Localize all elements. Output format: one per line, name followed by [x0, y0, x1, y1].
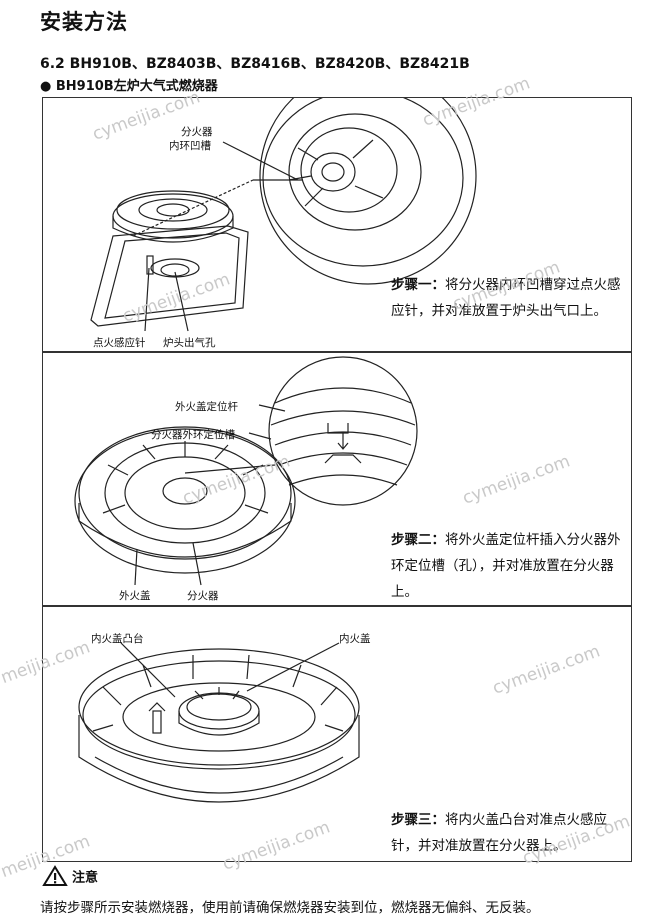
label-inner-cap: 内火盖 [339, 633, 371, 645]
label-outer-cap-rod: 外火盖定位杆 [175, 401, 238, 413]
step1-heading: 步骤一： [391, 277, 445, 293]
label-outer-cap: 外火盖 [119, 590, 151, 602]
label-ignition-needle: 点火感应针 [93, 337, 146, 349]
step3-panel: 内火盖凸台 内火盖 步骤三：将内火盖凸台对准点火感应针，并对准放置在分火器上。 [42, 606, 632, 862]
warning-icon [42, 865, 68, 886]
label-gas-outlet: 炉头出气孔 [163, 337, 216, 349]
notice-text: 请按步骤所示安装燃烧器，使用前请确保燃烧器安装到位，燃烧器无偏斜、无反装。 [40, 900, 540, 916]
step1-instruction: 步骤一：将分火器内环凹槽穿过点火感应针，并对准放置于炉头出气口上。 [391, 272, 623, 324]
step3-instruction: 步骤三：将内火盖凸台对准点火感应针，并对准放置在分火器上。 [391, 807, 623, 859]
step3-heading: 步骤三： [391, 812, 445, 828]
label-distributor-2: 分火器 [187, 590, 219, 602]
label-distributor: 分火器 [181, 126, 213, 138]
page-title: 安装方法 [40, 10, 128, 34]
label-inner-groove: 内环凹槽 [169, 140, 211, 152]
step2-heading: 步骤二： [391, 532, 445, 548]
notice-title: 注意 [72, 870, 99, 886]
section-title: 6.2 BH910B、BZ8403B、BZ8416B、BZ8420B、BZ842… [40, 56, 470, 72]
step1-text: 将分火器内环凹槽穿过点火感应针，并对准放置于炉头出气口上。 [391, 277, 621, 319]
label-outer-ring-slot: 分火器外环定位槽 [151, 429, 235, 441]
step1-illustration [90, 98, 477, 332]
label-inner-cap-boss: 内火盖凸台 [91, 633, 144, 645]
step2-panel: 外火盖定位杆 分火器外环定位槽 外火盖 分火器 步骤二：将外火盖定位杆插入分火器… [42, 352, 632, 606]
step1-panel: 分火器 内环凹槽 点火感应针 炉头出气孔 步骤一：将分火器内环凹槽穿过点火感应针… [42, 97, 632, 352]
step2-text: 将外火盖定位杆插入分火器外环定位槽（孔），并对准放置在分火器上。 [391, 532, 621, 600]
bullet-title: ● BH910B左炉大气式燃烧器 [40, 79, 218, 94]
step3-text: 将内火盖凸台对准点火感应针，并对准放置在分火器上。 [391, 812, 607, 854]
step2-illustration [74, 356, 418, 586]
notice-header: 注意 [42, 865, 98, 887]
step3-illustration [78, 642, 360, 803]
step2-instruction: 步骤二：将外火盖定位杆插入分火器外环定位槽（孔），并对准放置在分火器上。 [391, 527, 623, 605]
